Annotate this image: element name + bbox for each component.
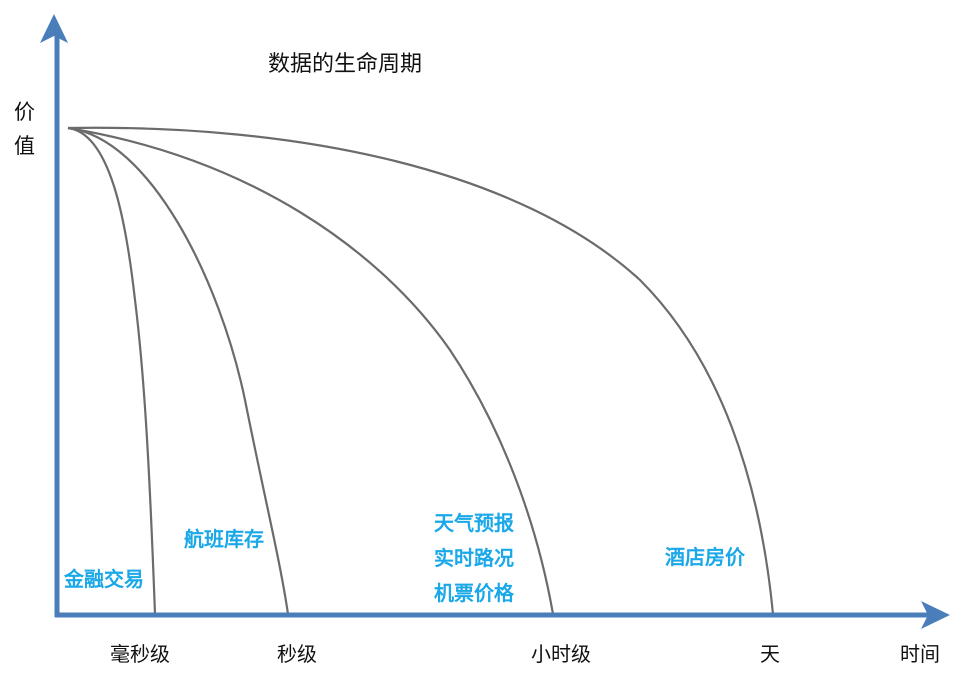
diagram-title: 数据的生命周期 [268, 52, 423, 77]
label-flight-inventory: 航班库存 [184, 527, 264, 551]
curve-millisecond [67, 126, 157, 615]
curve-second [67, 126, 290, 615]
x-axis-arrow-icon [921, 601, 950, 629]
label-weather-forecast: 天气预报 [434, 511, 514, 535]
x-tick-hour: 小时级 [531, 642, 591, 666]
y-axis-label-2: 值 [14, 134, 35, 158]
label-hotel-price: 酒店房价 [665, 545, 745, 569]
label-financial-trading: 金融交易 [64, 567, 144, 591]
x-tick-day: 天 [760, 642, 780, 666]
curve-day [67, 126, 775, 615]
label-airfare: 机票价格 [434, 581, 514, 605]
x-tick-second: 秒级 [277, 642, 317, 666]
x-tick-millisecond: 毫秒级 [110, 642, 170, 666]
curve-hour [67, 126, 555, 615]
label-realtime-traffic: 实时路况 [434, 546, 514, 570]
y-axis-label-1: 价 [14, 100, 35, 124]
x-axis-label: 时间 [900, 642, 940, 666]
y-axis-arrow-icon [40, 14, 68, 43]
